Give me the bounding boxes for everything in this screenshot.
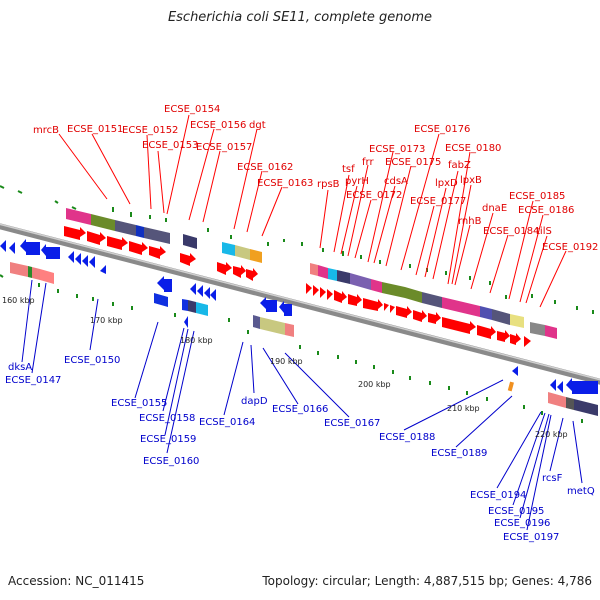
- gene-label: ECSE_0184: [483, 226, 539, 237]
- gene-label: fabZ: [448, 160, 471, 171]
- gene-label: ECSE_0192: [542, 242, 598, 253]
- gene-label: tilS: [536, 226, 552, 237]
- gene-label: cdsA: [384, 176, 408, 187]
- genome-title: Escherichia coli SE11, complete genome: [167, 10, 433, 25]
- gene-label: ECSE_0151: [67, 124, 123, 135]
- gene-label: ECSE_0147: [5, 375, 61, 386]
- gene-label: ECSE_0157: [196, 142, 252, 153]
- gene-label: rpsB: [317, 179, 340, 190]
- gene-label: ECSE_0153: [142, 140, 198, 151]
- gene-label: ECSE_0158: [139, 413, 195, 424]
- scale-label: 210 kbp: [447, 404, 480, 413]
- gene-label: lpxB: [460, 175, 482, 186]
- gene-label: ECSE_0188: [379, 432, 435, 443]
- top-gene-arrows: [64, 226, 531, 347]
- gene-label: ECSE_0197: [503, 532, 559, 543]
- scale-label: 170 kbp: [90, 316, 123, 325]
- gene-label: ECSE_0177: [410, 196, 466, 207]
- gene-label: ECSE_0156: [190, 120, 246, 131]
- scale-labels: 160 kbp 170 kbp 180 kbp 190 kbp 200 kbp …: [2, 296, 568, 439]
- gene-label: ECSE_0186: [518, 205, 574, 216]
- bottom-cog-boxes: [10, 262, 598, 416]
- gene-label: dksA: [8, 362, 32, 373]
- accession-text: Accession: NC_011415: [8, 574, 145, 588]
- gene-label: ECSE_0159: [140, 434, 196, 445]
- gene-label: ECSE_0166: [272, 404, 328, 415]
- gene-label: ECSE_0175: [385, 157, 441, 168]
- gene-label: ECSE_0167: [324, 418, 380, 429]
- gene-label: dnaE: [482, 203, 507, 214]
- gene-label: ECSE_0194: [470, 490, 526, 501]
- gene-label: ECSE_0164: [199, 417, 255, 428]
- gene-label: ECSE_0185: [509, 191, 565, 202]
- gene-label: rcsF: [542, 473, 563, 484]
- gene-label: ECSE_0196: [494, 518, 550, 529]
- leader-lines-bottom: [21, 279, 583, 531]
- gene-label: mrcB: [33, 125, 59, 136]
- gene-label: lpxD: [435, 178, 458, 189]
- gene-label: metQ: [567, 486, 595, 497]
- gene-label: ECSE_0173: [369, 144, 425, 155]
- gene-label: ECSE_0162: [237, 162, 293, 173]
- gene-label: ECSE_0163: [257, 178, 313, 189]
- gene-label: ECSE_0180: [445, 143, 501, 154]
- gene-label: ECSE_0155: [111, 398, 167, 409]
- top-cog-boxes: [66, 208, 557, 339]
- scale-label: 160 kbp: [2, 296, 35, 305]
- top-labels: mrcB ECSE_0151 ECSE_0152 ECSE_0153 ECSE_…: [33, 104, 598, 253]
- scale-label: 220 kbp: [535, 430, 568, 439]
- gene-label: ECSE_0152: [122, 125, 178, 136]
- gc-ticks: [0, 185, 594, 423]
- gene-label: ECSE_0172: [346, 190, 402, 201]
- orange-feature: [507, 381, 514, 392]
- gene-label: dgt: [249, 120, 266, 131]
- bottom-gene-arrows: [0, 239, 598, 394]
- gene-label: ECSE_0189: [431, 448, 487, 459]
- gene-label: rnhB: [458, 216, 482, 227]
- gene-label: dapD: [241, 396, 268, 407]
- gene-label: frr: [362, 157, 374, 168]
- scale-label: 200 kbp: [358, 380, 391, 389]
- gene-label: ECSE_0176: [414, 124, 470, 135]
- scale-label: 180 kbp: [180, 336, 213, 345]
- leader-lines-top: [58, 114, 567, 308]
- gene-label: ECSE_0195: [488, 506, 544, 517]
- gene-label: ECSE_0154: [164, 104, 220, 115]
- topology-text: Topology: circular; Length: 4,887,515 bp…: [262, 574, 592, 588]
- gene-label: pyrH: [345, 176, 369, 187]
- gene-label: tsf: [342, 164, 355, 175]
- genome-backbone: [0, 223, 600, 385]
- bottom-labels: dksA ECSE_0147 ECSE_0150 ECSE_0155 ECSE_…: [5, 355, 595, 543]
- gene-label: ECSE_0150: [64, 355, 120, 366]
- gene-label: ECSE_0160: [143, 456, 199, 467]
- scale-label: 190 kbp: [270, 357, 303, 366]
